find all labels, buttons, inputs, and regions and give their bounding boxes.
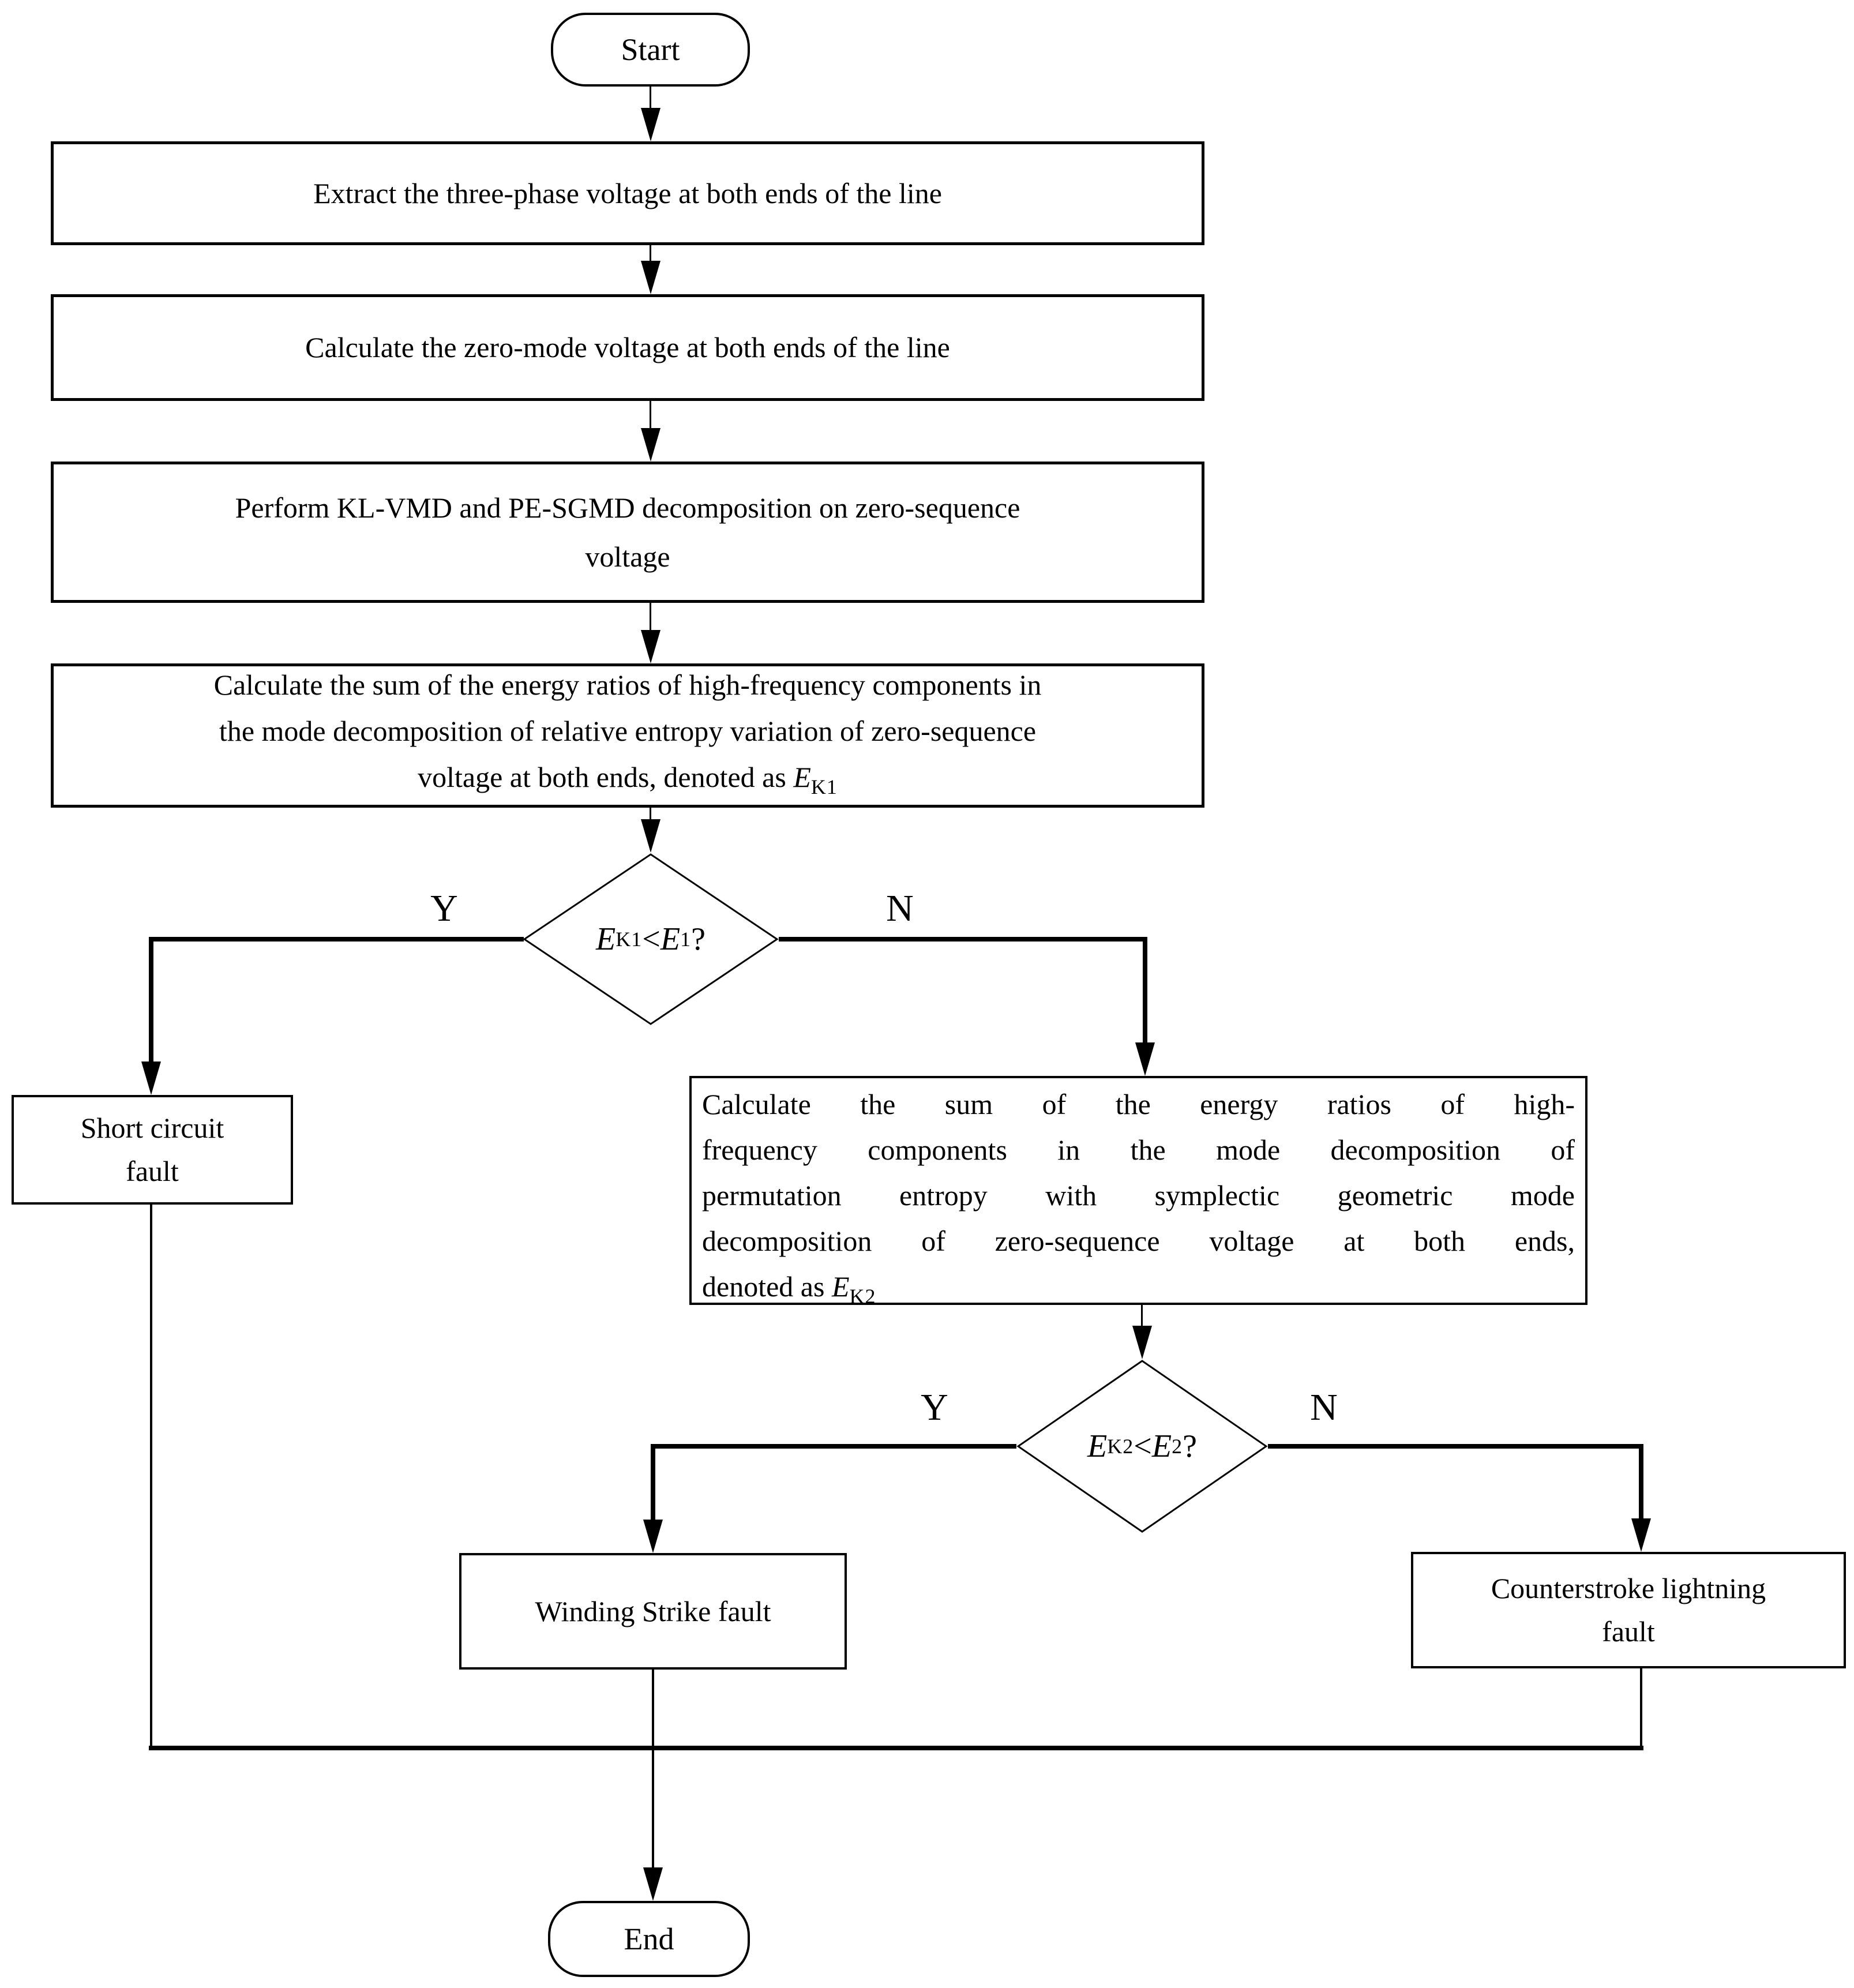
outcome-short-circuit: Short circuit fault (12, 1095, 293, 1205)
line-short-circuit-to-merge (150, 1205, 152, 1750)
decision2-yes-label: Y (921, 1386, 948, 1428)
process-extract-voltage: Extract the three-phase voltage at both … (51, 141, 1204, 245)
process-ek1-line1: Calculate the sum of the energy ratios o… (213, 668, 1042, 701)
branch-no2-vertical (1639, 1444, 1643, 1522)
decision1-no-label: N (886, 887, 914, 929)
connector-zeromode-decompose (650, 401, 651, 431)
process-ek2-var-sub: K2 (849, 1285, 876, 1308)
branch-no1-horizontal (779, 937, 1147, 942)
process-ek2-line3: permutation entropy with symplectic geom… (702, 1179, 1575, 1211)
end-terminator: End (548, 1901, 750, 1977)
decision1-lhs: E (596, 921, 616, 957)
decision1-shape (523, 853, 779, 1025)
outcome-short-circuit-label: Short circuit fault (80, 1112, 224, 1187)
decision1-rhs-sub: 1 (680, 928, 692, 951)
decision2-op: < (1134, 1428, 1152, 1464)
process-ek1: Calculate the sum of the energy ratios o… (51, 663, 1204, 808)
line-winding-to-end (652, 1670, 654, 1869)
connector-ek2-decision2 (1141, 1305, 1143, 1329)
decision2-shape (1016, 1360, 1268, 1533)
process-ek2-line5: denoted as EK2 (702, 1264, 1575, 1319)
process-decompose: Perform KL-VMD and PE-SGMD decomposition… (51, 462, 1204, 603)
process-decompose-label: Perform KL-VMD and PE-SGMD decomposition… (235, 491, 1020, 573)
process-extract-label: Extract the three-phase voltage at both … (313, 177, 942, 209)
outcome-winding-strike: Winding Strike fault (459, 1553, 847, 1670)
decision1-rhs: E (660, 921, 681, 957)
process-ek2-line5-prefix: denoted as (702, 1270, 832, 1303)
arrowhead-into-ek2 (1135, 1042, 1155, 1076)
process-ek1-var-sub: K1 (810, 775, 838, 798)
process-ek1-line3-prefix: voltage at both ends, denoted as (418, 760, 794, 793)
arrowhead-into-ek1 (641, 630, 660, 663)
decision1-lhs-sub: K1 (616, 928, 643, 951)
process-ek1-line3: voltage at both ends, denoted as EK1 (54, 754, 1202, 810)
decision2-rhs: E (1151, 1428, 1172, 1464)
outcome-counterstroke-label: Counterstroke lightning fault (1491, 1572, 1766, 1648)
arrowhead-into-extract (641, 108, 660, 141)
branch-yes2-vertical (651, 1444, 655, 1523)
decision1-yes-label: Y (430, 887, 458, 929)
branch-yes1-horizontal (149, 937, 524, 942)
arrowhead-into-end (643, 1867, 663, 1901)
process-zero-mode-voltage: Calculate the zero-mode voltage at both … (51, 294, 1204, 401)
arrowhead-into-decision1 (641, 819, 660, 853)
decision2-question: ? (1183, 1428, 1197, 1464)
arrowhead-into-short-circuit (141, 1061, 161, 1095)
decision2-lhs-sub: K2 (1107, 1435, 1134, 1458)
arrowhead-into-winding (643, 1520, 663, 1553)
decision2-lhs: E (1087, 1428, 1108, 1464)
merge-line (149, 1746, 1643, 1750)
process-ek1-line2: the mode decomposition of relative entro… (219, 714, 1037, 747)
connector-start-extract (650, 87, 651, 112)
branch-yes1-vertical (149, 937, 153, 1065)
branch-no1-vertical (1143, 937, 1147, 1045)
process-ek2-line1: Calculate the sum of the energy ratios o… (702, 1088, 1575, 1120)
end-label: End (624, 1921, 674, 1956)
decision2-rhs-sub: 2 (1172, 1435, 1183, 1458)
branch-yes2-horizontal (651, 1444, 1016, 1449)
connector-decompose-ek1 (650, 603, 651, 633)
start-terminator: Start (551, 13, 750, 87)
decision2-no-label: N (1310, 1386, 1338, 1428)
start-label: Start (621, 32, 680, 67)
process-ek2-line2: frequency components in the mode decompo… (702, 1134, 1575, 1166)
decision1-op: < (642, 921, 660, 957)
process-ek2: Calculate the sum of the energy ratios o… (689, 1076, 1587, 1308)
arrowhead-into-zeromode (641, 261, 660, 294)
connector-extract-zeromode (650, 245, 651, 262)
decision1-question: ? (691, 921, 705, 957)
process-ek2-var: E (831, 1270, 850, 1303)
process-ek2-line4: decomposition of zero-sequence voltage a… (702, 1225, 1575, 1257)
outcome-counterstroke: Counterstroke lightning fault (1411, 1552, 1846, 1668)
arrowhead-into-counterstroke (1631, 1518, 1651, 1552)
arrowhead-into-decision2 (1132, 1326, 1152, 1359)
branch-no2-horizontal (1268, 1444, 1643, 1449)
outcome-winding-strike-label: Winding Strike fault (535, 1595, 771, 1627)
arrowhead-into-decompose (641, 428, 660, 462)
process-ek1-var: E (793, 760, 811, 793)
process-zero-mode-label: Calculate the zero-mode voltage at both … (305, 331, 950, 363)
connector-ek1-decision1 (650, 808, 651, 823)
line-counterstroke-to-merge (1640, 1668, 1642, 1750)
